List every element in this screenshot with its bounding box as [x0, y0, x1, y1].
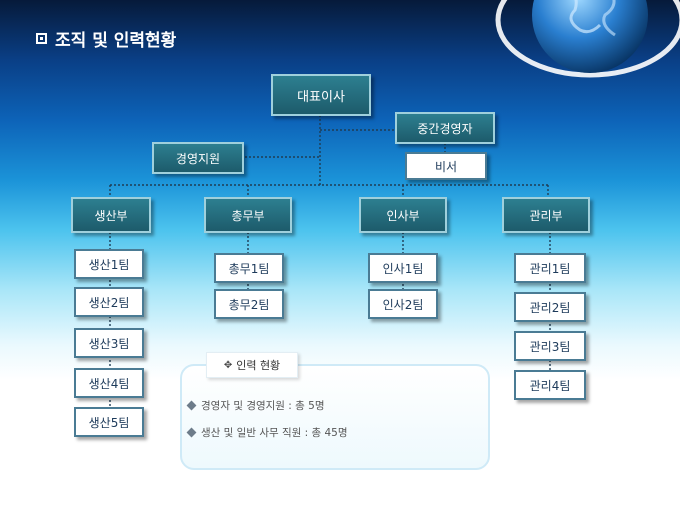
staffing-item-text: 생산 및 일반 사무 직원 : 총 45명: [201, 427, 348, 439]
square-bullet-icon: [36, 33, 47, 44]
department-hr: 인사부: [359, 197, 447, 233]
management-support-box: 경영지원: [152, 142, 244, 174]
department-general-affairs: 총무부: [204, 197, 292, 233]
diamond-bullet-icon: ✥: [223, 359, 233, 371]
secretary-box: 비서: [405, 152, 487, 180]
team-box: 생산1팀: [74, 249, 144, 279]
page-title: 조직 및 인력현황: [36, 26, 176, 51]
team-box: 생산2팀: [74, 287, 144, 317]
diamond-icon: [186, 400, 197, 411]
team-box: 인사1팀: [368, 253, 438, 283]
diamond-icon: [186, 427, 197, 438]
team-box: 인사2팀: [368, 289, 438, 319]
staffing-heading-text: 인력 현황: [236, 359, 281, 372]
department-production: 생산부: [71, 197, 151, 233]
team-box: 총무2팀: [214, 289, 284, 319]
team-box: 생산4팀: [74, 368, 144, 398]
globe-graphic: [495, 0, 680, 78]
team-box: 관리2팀: [514, 292, 586, 322]
mid-manager-box: 중간경영자: [395, 112, 495, 144]
staffing-item: 생산 및 일반 사무 직원 : 총 45명: [186, 425, 348, 440]
department-administration: 관리부: [502, 197, 590, 233]
page-title-text: 조직 및 인력현황: [55, 31, 177, 51]
team-box: 생산3팀: [74, 328, 144, 358]
staffing-item-text: 경영자 및 경영지원 : 총 5명: [201, 400, 325, 412]
ceo-box: 대표이사: [271, 74, 371, 116]
staffing-heading: ✥ 인력 현황: [206, 352, 298, 378]
team-box: 관리4팀: [514, 370, 586, 400]
staffing-item: 경영자 및 경영지원 : 총 5명: [186, 398, 325, 413]
team-box: 관리3팀: [514, 331, 586, 361]
staffing-panel: [180, 364, 490, 470]
team-box: 총무1팀: [214, 253, 284, 283]
team-box: 생산5팀: [74, 407, 144, 437]
team-box: 관리1팀: [514, 253, 586, 283]
